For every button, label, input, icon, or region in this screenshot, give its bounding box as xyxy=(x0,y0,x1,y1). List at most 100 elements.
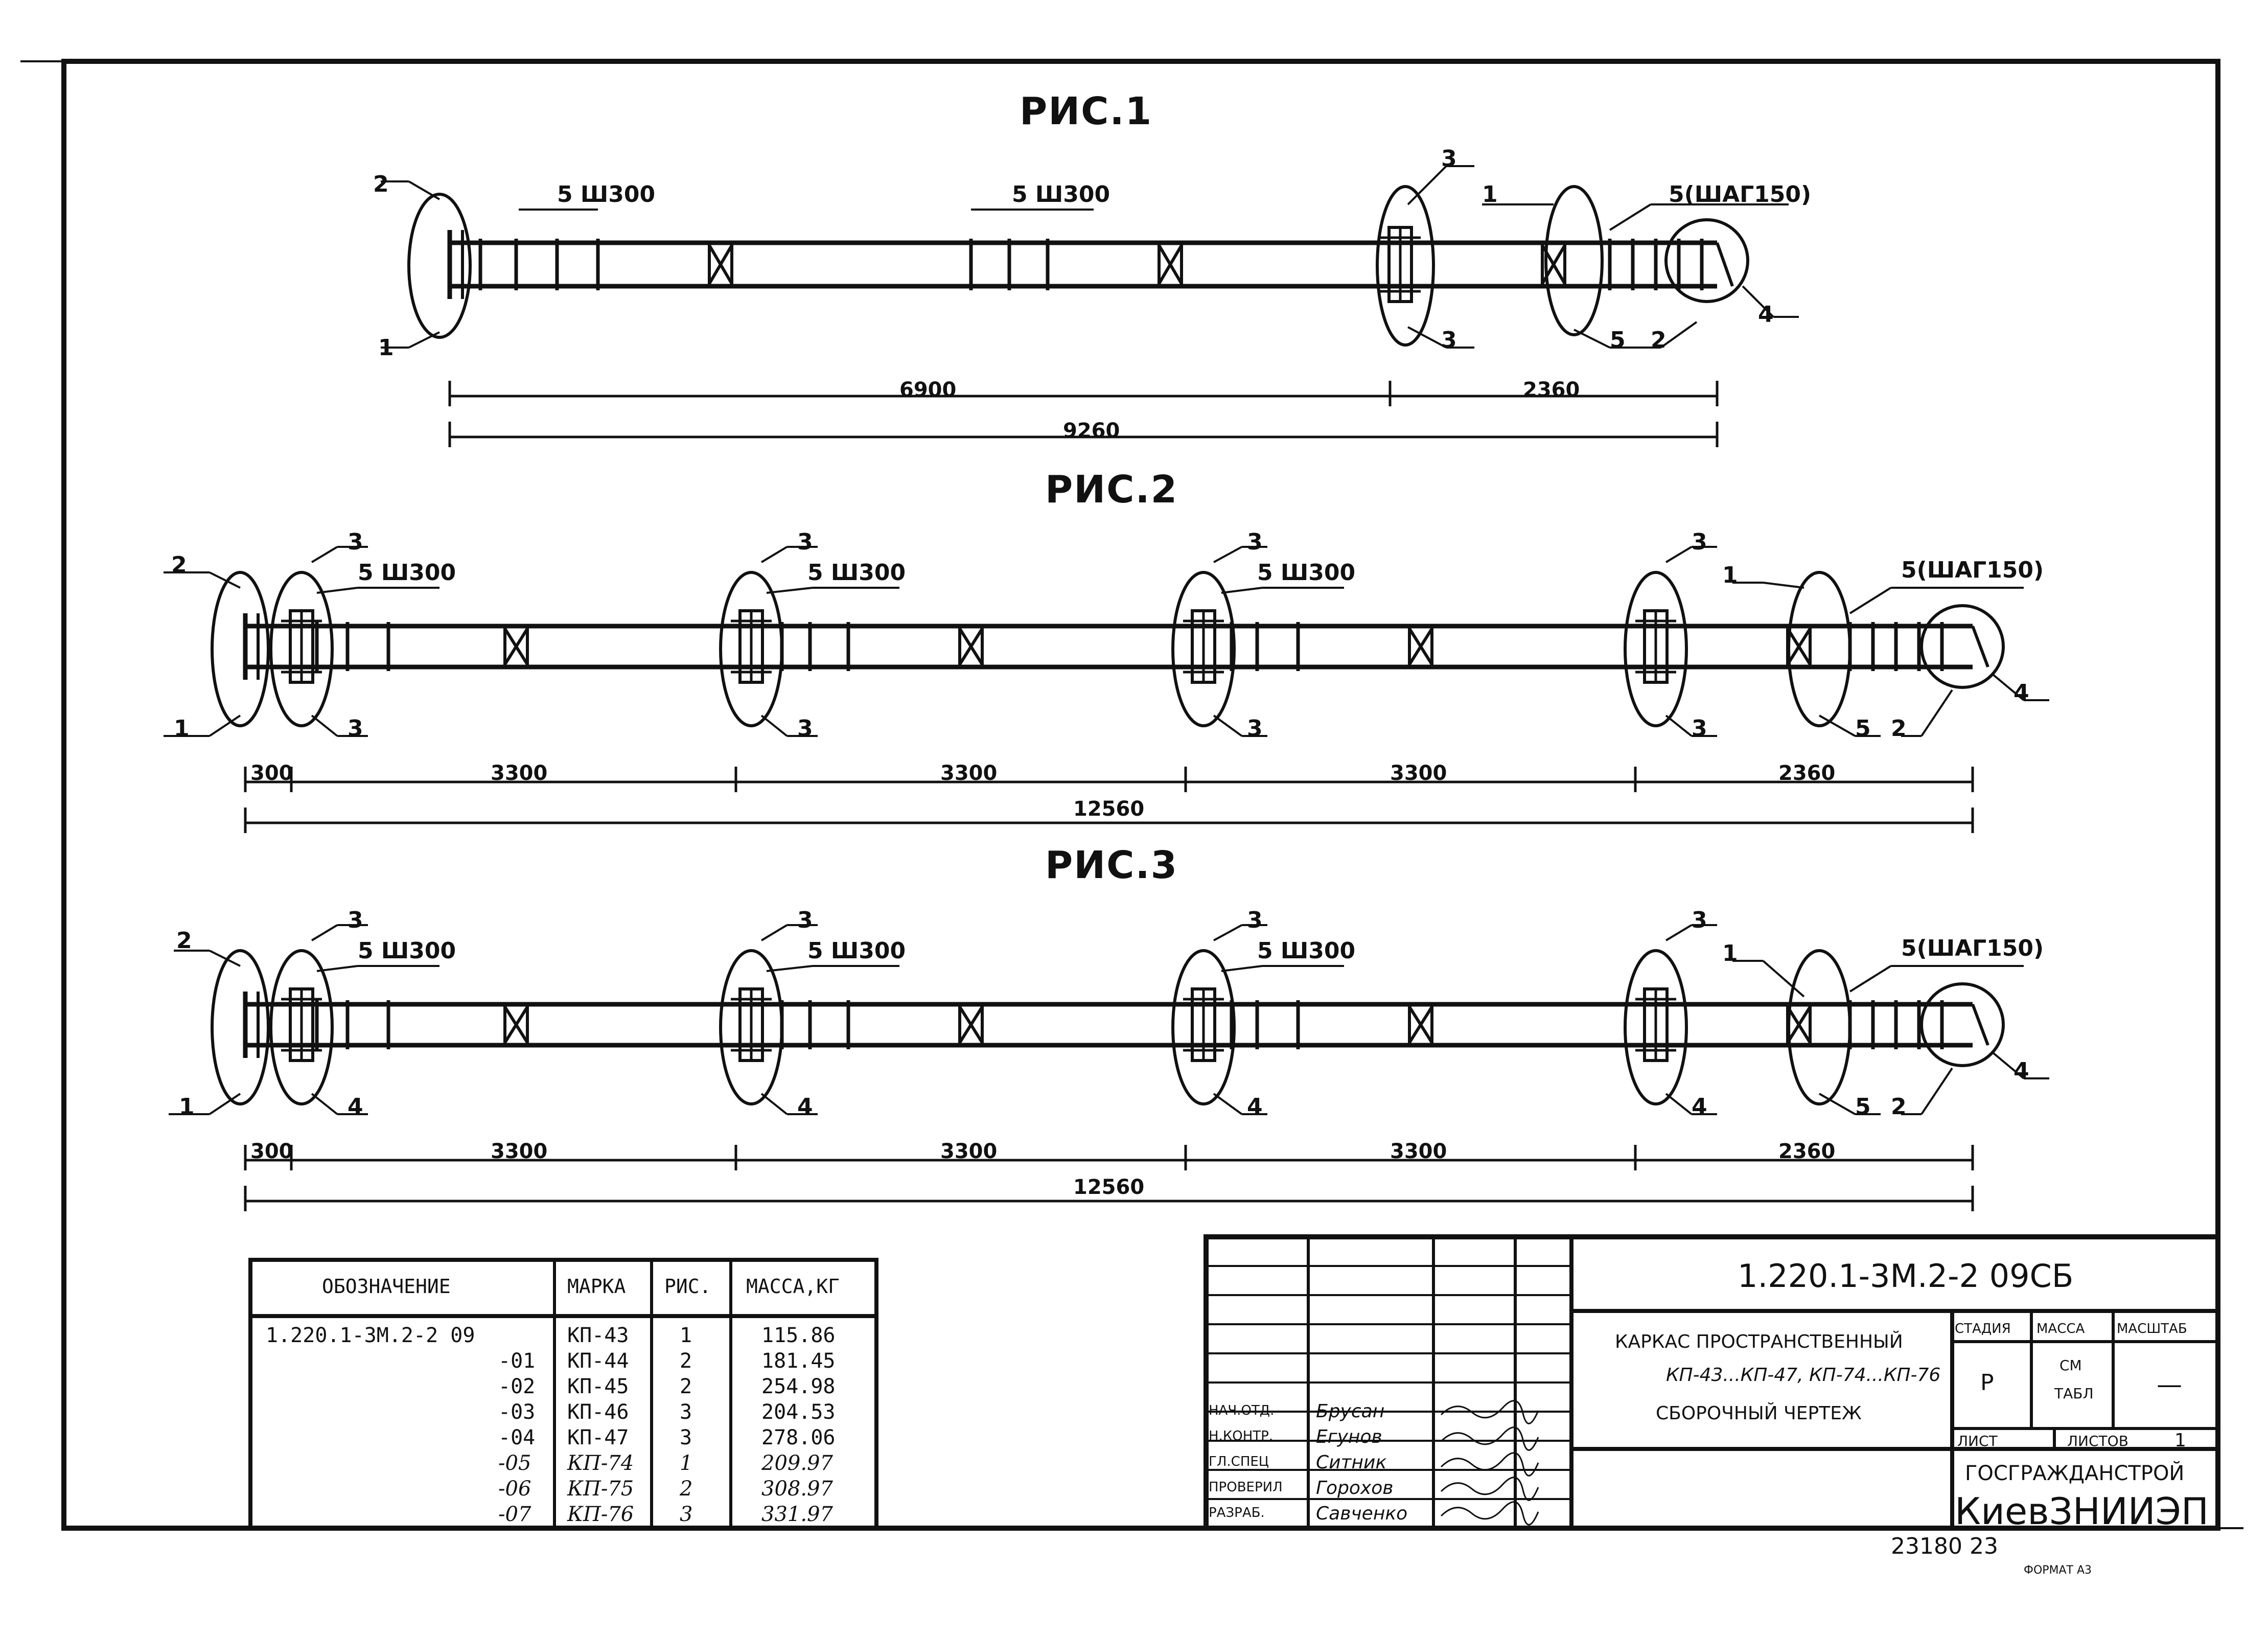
leader-label: 4 xyxy=(1247,1094,1263,1120)
signer-name: Брусан xyxy=(1316,1401,1385,1422)
leader-label: 5 Ш300 xyxy=(807,938,906,964)
sheets-label: ЛИСТОВ xyxy=(2067,1433,2128,1449)
cross-brace xyxy=(1408,626,1433,667)
spec-fig: 3 xyxy=(680,1503,693,1526)
drawing-name-line2: КП-43...КП-47, КП-74...КП-76 xyxy=(1666,1365,1941,1386)
figure-3-title: РИС.3 xyxy=(1045,843,1178,887)
spec-fig: 1 xyxy=(680,1324,692,1347)
spec-mass: 181.45 xyxy=(761,1349,836,1373)
spec-mass: 254.98 xyxy=(761,1375,836,1398)
spec-table-grid xyxy=(248,1258,878,1530)
leader-label: 5 Ш300 xyxy=(557,181,656,208)
spec-mark: КП-47 xyxy=(567,1426,629,1449)
leader-label: 1 xyxy=(378,335,394,361)
leader-label: 5 Ш300 xyxy=(1257,560,1356,586)
spec-header: МАРКА xyxy=(567,1275,626,1298)
dimension-line xyxy=(1634,767,1974,792)
leader-label: 5 Ш300 xyxy=(807,560,906,586)
spec-fig: 1 xyxy=(680,1451,693,1475)
leader-label: 3 xyxy=(348,716,363,742)
cross-brace xyxy=(503,1004,529,1045)
tail-taper xyxy=(1971,625,1989,668)
leader-line xyxy=(381,331,440,349)
callout-oval xyxy=(1787,949,1852,1105)
leader-line xyxy=(1819,1093,1881,1115)
leader-label: 3 xyxy=(1441,146,1457,172)
leader-label: 2 xyxy=(1651,327,1667,353)
leader-label: 2 xyxy=(373,171,389,197)
cross-brace xyxy=(503,626,529,667)
leader-line xyxy=(766,587,899,594)
role-label: Н.КОНТР. xyxy=(1209,1428,1274,1444)
leader-line xyxy=(1732,582,1804,589)
leader-label: 3 xyxy=(1692,529,1707,555)
spec-fig: 2 xyxy=(680,1477,693,1501)
callout-circle xyxy=(1920,982,2005,1067)
drawing-name-line1: КАРКАС ПРОСТРАНСТВЕННЫЙ xyxy=(1615,1331,1903,1352)
leader-line xyxy=(316,965,439,972)
figure-3 xyxy=(169,924,2049,1211)
signer-name: Горохов xyxy=(1316,1478,1394,1499)
leader-line xyxy=(1640,321,1698,349)
leader-label: 4 xyxy=(2014,1058,2029,1084)
spec-designation: -01 xyxy=(498,1349,536,1373)
leader-label: 2 xyxy=(171,552,187,578)
leader-label: 1 xyxy=(1722,562,1738,588)
leader-line xyxy=(760,546,818,563)
inventory-number: 23180 23 xyxy=(1891,1533,1998,1559)
leader-label: 1 xyxy=(174,716,190,742)
dimension-label: 3300 xyxy=(940,762,998,785)
leader-label: 5(ШАГ150) xyxy=(1669,181,1812,208)
connection-frame xyxy=(1635,987,1676,1062)
figure-1-title: РИС.1 xyxy=(1020,89,1153,133)
spec-mark: КП-75 xyxy=(567,1477,634,1501)
spec-designation: -04 xyxy=(498,1426,536,1449)
leader-label: 2 xyxy=(1891,716,1907,742)
spec-mark: КП-45 xyxy=(567,1375,629,1398)
leader-label: 4 xyxy=(797,1094,813,1120)
leader-label: 5 Ш300 xyxy=(1257,938,1356,964)
leader-label: 1 xyxy=(1722,940,1738,966)
leader-line xyxy=(164,571,241,589)
spec-designation: -05 xyxy=(498,1451,531,1475)
leader-line xyxy=(760,924,818,941)
cross-brace xyxy=(1786,1004,1812,1045)
connection-frame xyxy=(1183,609,1224,684)
leader-label: 5 xyxy=(1855,1094,1871,1120)
leader-line xyxy=(1665,924,1717,941)
leader-line xyxy=(164,715,241,737)
dimension-line xyxy=(448,422,1719,447)
connection-frame xyxy=(1380,226,1421,303)
leader-label: 3 xyxy=(348,529,363,555)
dimension-line xyxy=(1388,381,1719,406)
leader-line xyxy=(169,1093,241,1115)
dimension-label: 300 xyxy=(250,762,293,785)
leader-line xyxy=(1221,965,1344,972)
leader-label: 1 xyxy=(179,1094,195,1120)
signature-scribble xyxy=(1440,1452,1539,1477)
spec-designation: 1.220.1-3М.2-2 09 xyxy=(266,1324,475,1347)
spec-mass: 204.53 xyxy=(761,1400,836,1424)
mass-value-1: СМ xyxy=(2059,1357,2082,1374)
leader-line xyxy=(316,587,439,594)
spec-mark: КП-46 xyxy=(567,1400,629,1424)
leader-label: 3 xyxy=(797,907,813,933)
connection-frame xyxy=(731,609,772,684)
leader-label: 3 xyxy=(1247,907,1263,933)
dimension-label: 12560 xyxy=(1073,1176,1145,1199)
leader-label: 3 xyxy=(1692,716,1707,742)
spec-header: МАССА,КГ xyxy=(746,1275,840,1298)
connection-frame xyxy=(281,609,322,684)
mass-value-2: ТАБЛ xyxy=(2054,1385,2094,1402)
spec-mass: 308.97 xyxy=(761,1477,833,1501)
connection-frame xyxy=(281,987,322,1062)
dimension-label: 3300 xyxy=(1390,762,1447,785)
leader-label: 3 xyxy=(1247,716,1263,742)
spec-designation: -02 xyxy=(498,1375,536,1398)
leader-line xyxy=(1665,546,1717,563)
signer-name: Ситник xyxy=(1316,1452,1387,1473)
leader-line xyxy=(311,546,368,563)
leader-line xyxy=(1992,674,2049,701)
scale-value: — xyxy=(2157,1370,2182,1399)
